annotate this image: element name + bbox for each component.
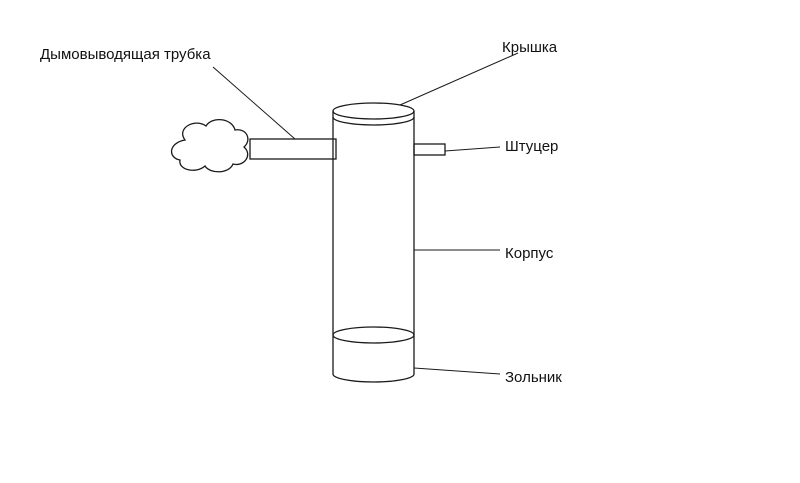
leader-fitting bbox=[444, 146, 501, 152]
fitting-pipe bbox=[413, 143, 446, 156]
chimney-pipe bbox=[249, 138, 337, 160]
lid-top bbox=[332, 102, 415, 120]
smoke-cloud-icon bbox=[170, 119, 249, 173]
label-fitting: Штуцер bbox=[505, 138, 558, 155]
label-chimney-pipe: Дымовыводящая трубка bbox=[40, 46, 211, 63]
label-ash-pan: Зольник bbox=[505, 369, 562, 386]
ash-pan-rim bbox=[332, 326, 415, 344]
leader-lid bbox=[399, 52, 519, 106]
leader-ash-pan bbox=[413, 367, 501, 375]
body-bottom bbox=[332, 373, 415, 383]
lid-lower-edge bbox=[332, 111, 415, 126]
leader-chimney-pipe bbox=[212, 66, 296, 140]
label-lid: Крышка bbox=[502, 39, 558, 56]
label-body: Корпус bbox=[505, 245, 554, 262]
